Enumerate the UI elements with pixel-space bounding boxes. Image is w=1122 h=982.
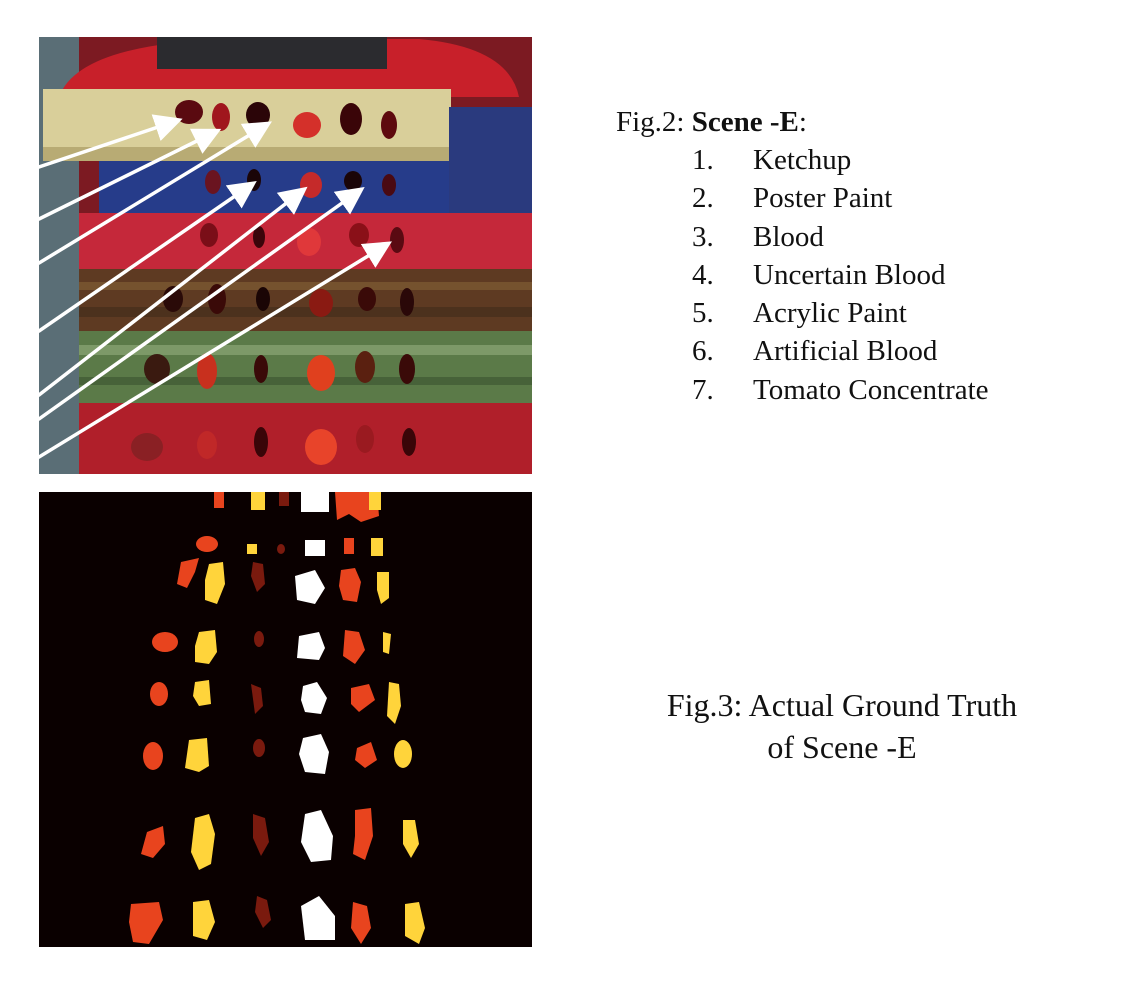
legend-label: Tomato Concentrate [753, 373, 989, 406]
arrow-2 [39, 128, 222, 221]
arrow-3 [39, 121, 272, 265]
legend-label: Poster Paint [753, 182, 893, 215]
legend-item: 3. Blood [616, 218, 824, 256]
fig3-caption-line2: of Scene -E [767, 729, 917, 765]
legend-label: Acrylic Paint [753, 297, 907, 330]
legend-item: 7. Tomato Concentrate [616, 371, 989, 409]
arrow-5 [39, 186, 308, 397]
fig3-caption-line1: Fig.3: Actual Ground Truth [666, 687, 1018, 723]
legend-number: 5. [692, 297, 714, 330]
fig2-legend-list: 1. Ketchup 2. Poster Paint 3. Blood 4. Uncer… [616, 141, 989, 409]
legend-label: Artificial Blood [753, 335, 938, 368]
legend-item: 5. Acrylic Paint [616, 294, 907, 332]
stains-pattern-row [163, 284, 414, 317]
legend-item: 2. Poster Paint [616, 179, 892, 217]
arrow-6 [39, 186, 365, 421]
legend-number: 4. [692, 258, 714, 291]
stains-bottom-row [131, 425, 416, 465]
annotation-arrows [39, 114, 392, 459]
legend-number: 3. [692, 220, 714, 253]
legend-number: 2. [692, 182, 714, 215]
fig2-prefix: Fig.2: [616, 106, 692, 138]
arrow-4 [39, 181, 257, 333]
legend-item: 1. Ketchup [616, 141, 851, 179]
fig2-block: Fig.2: Scene -E: 1. Ketchup 2. Poster Pain… [616, 103, 989, 409]
stains-blue-row [205, 169, 396, 198]
legend-label: Blood [753, 220, 824, 253]
legend-label: Ketchup [753, 144, 852, 176]
fig2-caption: Fig.2: Scene -E: [616, 103, 807, 141]
stains-green-row [144, 351, 415, 391]
stains-red-row [200, 223, 404, 256]
fig3-caption: Fig.3: Actual Ground Truth of Scene -E [600, 684, 1084, 768]
legend-item: 4. Uncertain Blood [616, 256, 945, 294]
legend-item: 6. Artificial Blood [616, 332, 937, 370]
arrow-1 [39, 114, 183, 169]
legend-number: 1. [692, 144, 714, 176]
ground-truth-background [39, 492, 532, 947]
ground-truth-map [39, 492, 532, 947]
legend-number: 7. [692, 373, 714, 406]
scene-e-photo [39, 37, 532, 474]
fig2-title: Scene -E [691, 106, 799, 138]
legend-label: Uncertain Blood [753, 258, 946, 291]
patterned-fabric [79, 269, 532, 331]
ground-truth-regions [129, 492, 425, 944]
legend-number: 6. [692, 335, 714, 368]
fig2-suffix: : [798, 106, 807, 138]
arrow-7 [39, 241, 392, 459]
